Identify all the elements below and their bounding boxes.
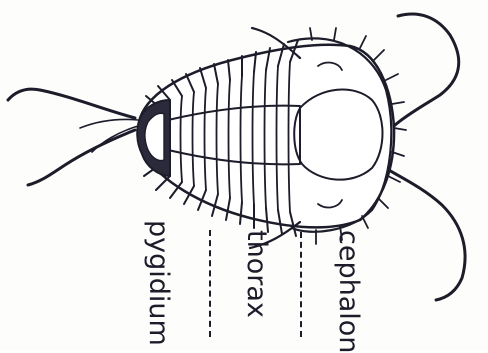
- label-thorax: thorax: [243, 230, 270, 318]
- tail-cercus-lower: [28, 130, 135, 185]
- tail-cercus-upper: [8, 89, 135, 118]
- label-cephalon: cephalon: [335, 230, 362, 353]
- tail-cercus-fine-1: [80, 119, 138, 128]
- cephalon-leader-line: [300, 232, 302, 337]
- thorax-leader-line: [209, 230, 211, 337]
- label-pygidium: pygidium: [145, 220, 172, 346]
